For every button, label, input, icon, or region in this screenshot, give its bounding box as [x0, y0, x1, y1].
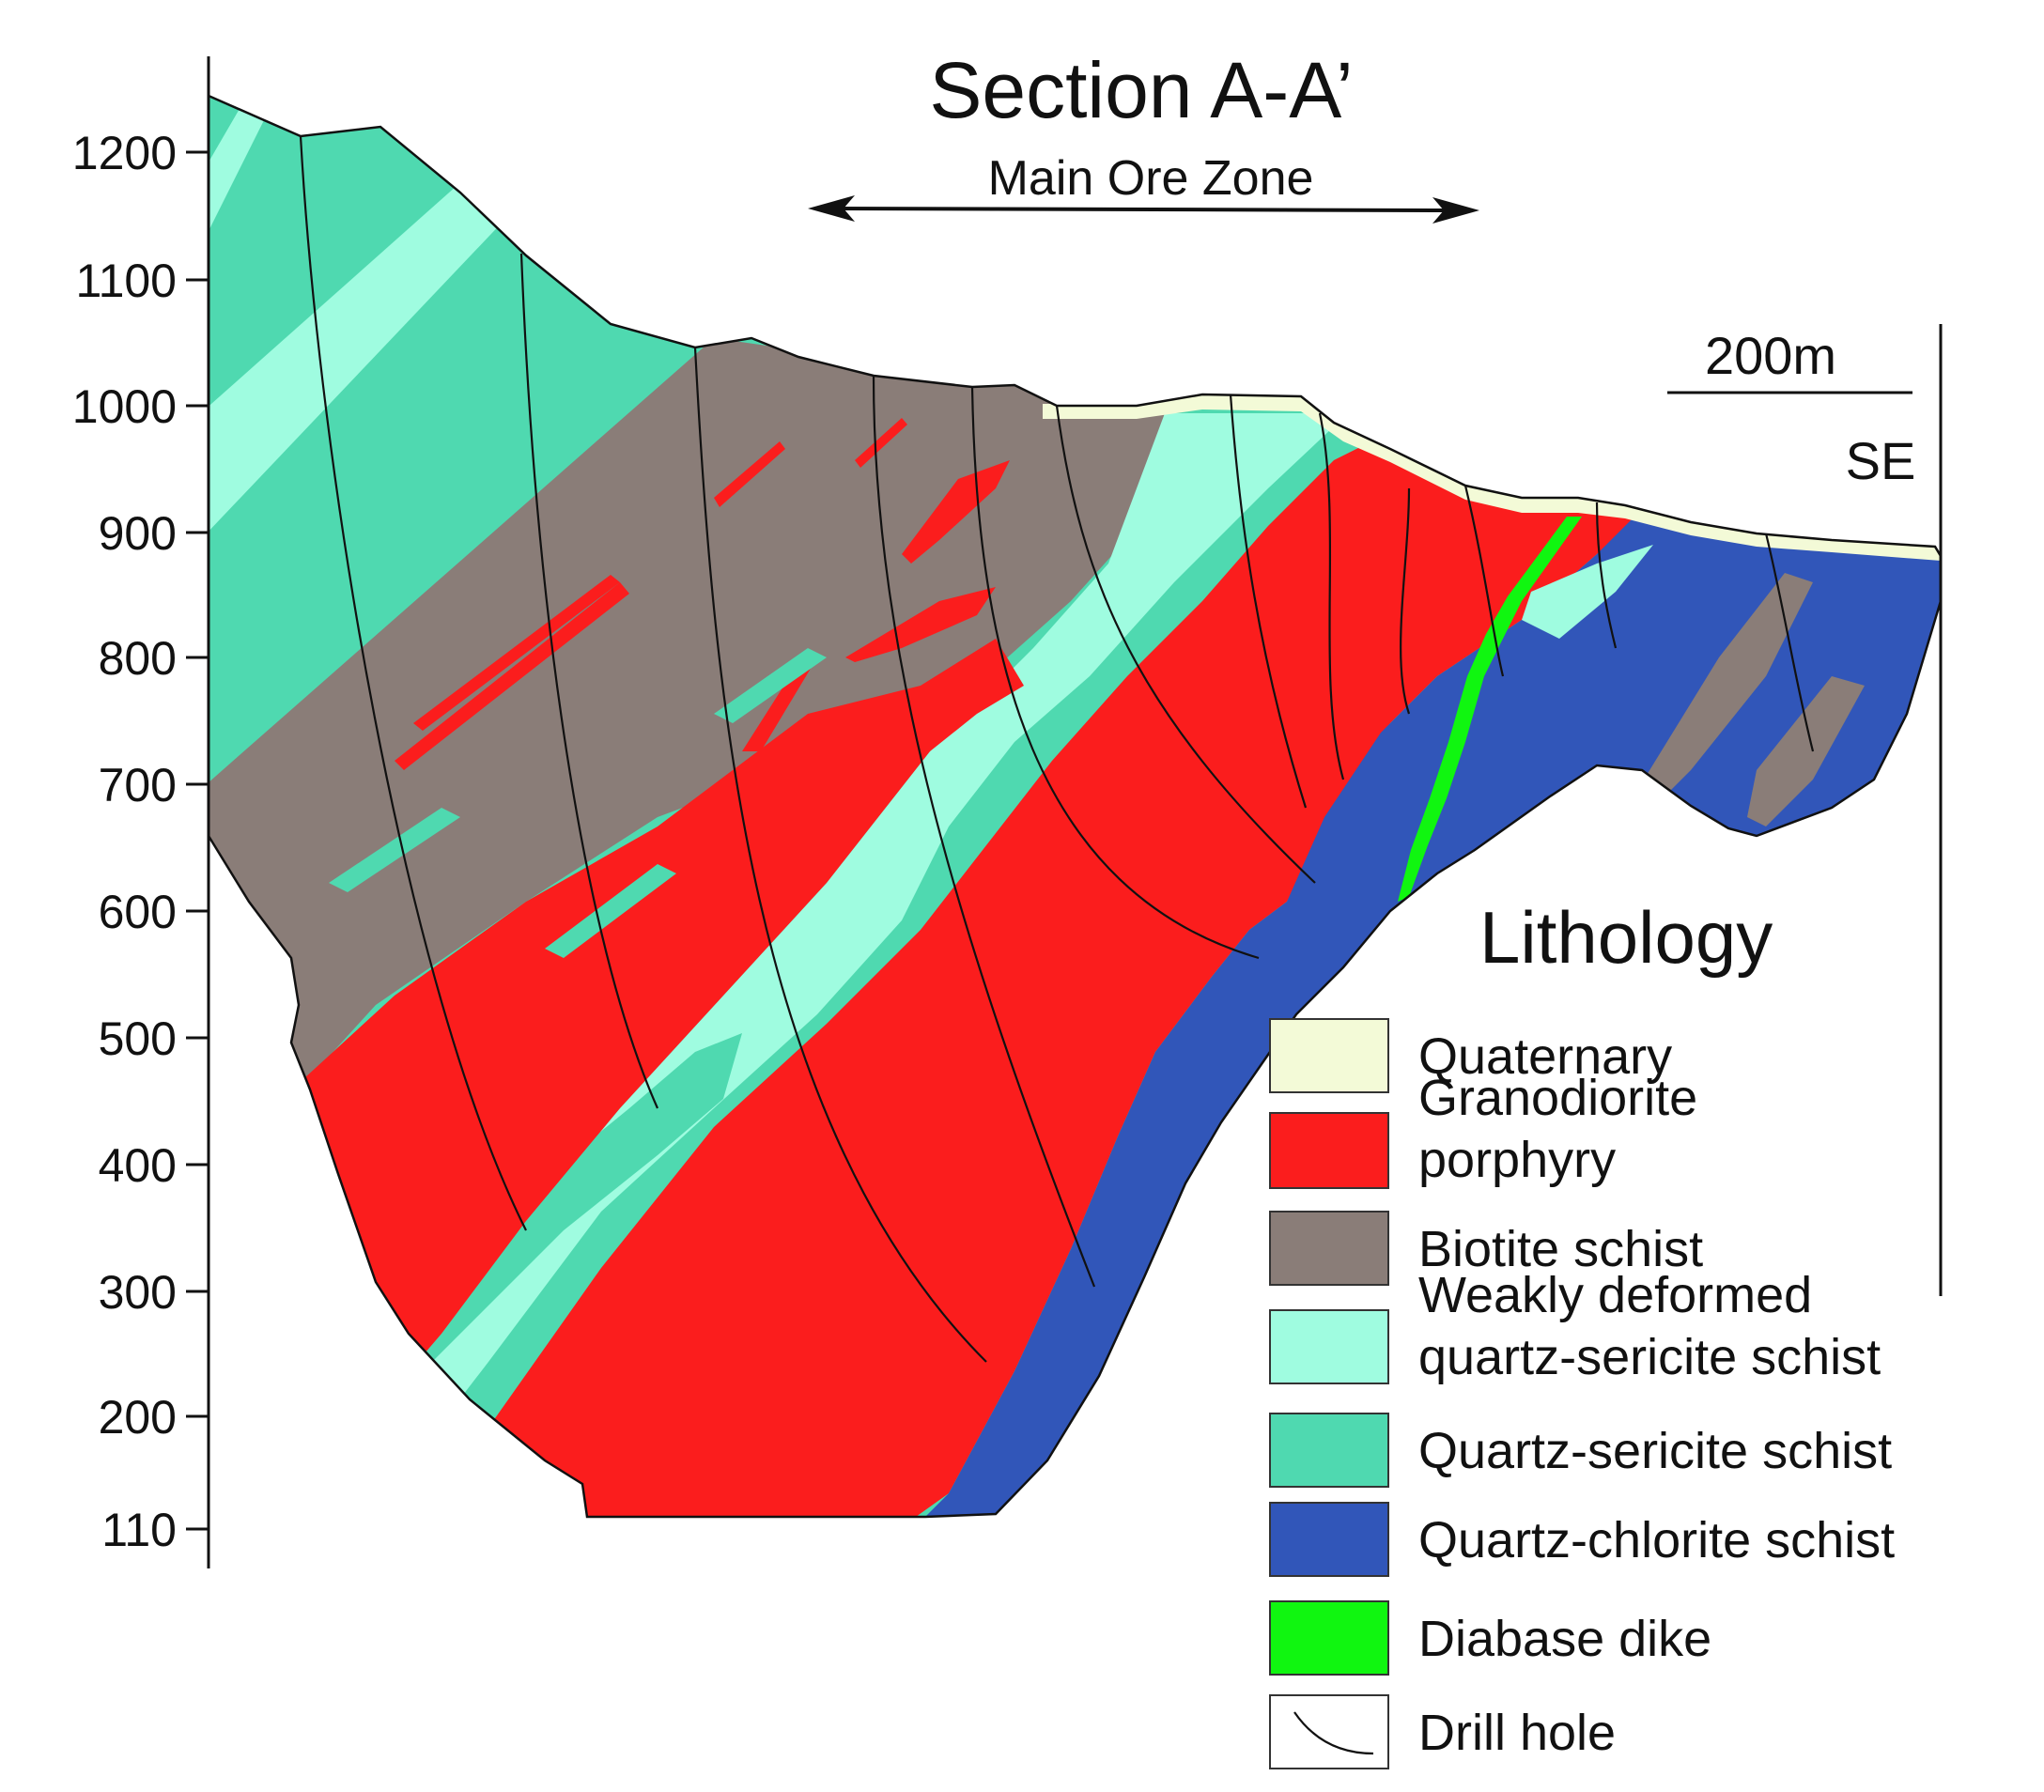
drill-hole: [1229, 394, 1308, 809]
drill-hole: [1463, 485, 1505, 677]
legend-item: Drill hole: [1269, 1694, 1616, 1769]
legend-label: Drill hole: [1418, 1705, 1616, 1761]
legend-item: Quartz-chlorite schist: [1269, 1502, 1895, 1577]
weak-qs-band-corner: [209, 96, 282, 310]
ore-lens-1: [395, 582, 629, 770]
axis-tick-label: 500: [99, 1012, 177, 1065]
qs-streak-1: [329, 808, 460, 892]
axis-tick-label: 200: [99, 1391, 177, 1444]
legend-swatch: [1269, 1600, 1389, 1676]
legend-item: Diabase dike: [1269, 1600, 1711, 1676]
biotite-lens-se-1: [1644, 573, 1813, 808]
ore-lens-6: [845, 587, 996, 662]
legend-item: Biotite schist: [1269, 1211, 1703, 1286]
drill-hole: [1764, 533, 1815, 752]
axis-tick-label: 110: [101, 1504, 177, 1556]
axis-tick-label: 1000: [72, 380, 177, 433]
axis-tick-label: 400: [99, 1139, 177, 1192]
legend-swatch: [1269, 1112, 1389, 1189]
legend-item: Quaternary: [1269, 1018, 1672, 1093]
legend-swatch: [1269, 1413, 1389, 1488]
drill-hole: [1055, 405, 1316, 884]
diabase-dike: [1398, 517, 1582, 902]
weak-qs-band-upper: [209, 141, 526, 573]
axis-tick-label: 700: [99, 759, 177, 811]
ore-lens-4: [855, 418, 907, 468]
legend-swatch: [1269, 1018, 1389, 1093]
legend-label: quartz-sericite schist: [1418, 1329, 1881, 1385]
granodiorite-body-main: [488, 432, 1653, 1517]
legend-label: Diabase dike: [1418, 1611, 1711, 1667]
drill-holes: [299, 135, 1815, 1363]
legend-item: Weakly deformed quartz-sericite schist: [1269, 1267, 1881, 1385]
legend-label: Quaternary: [1418, 1028, 1672, 1085]
drill-hole: [970, 386, 1260, 960]
qs-streak-3: [714, 648, 827, 723]
legend-item: Quartz-sericite schist: [1269, 1413, 1892, 1488]
axis-tick-label: 600: [99, 886, 177, 938]
legend-item: Granodiorite porphyry: [1269, 1070, 1697, 1189]
legend-swatch: [1269, 1502, 1389, 1577]
biotite-lens-se-2: [1747, 676, 1865, 826]
granodiorite-body-upper: [282, 639, 1024, 1428]
drill-hole: [1400, 487, 1411, 715]
axis-tick-label: 900: [99, 507, 177, 560]
qs-lens-lower: [413, 1033, 742, 1371]
legend-title: Lithology: [1479, 896, 1773, 979]
legend-label: Granodiorite: [1418, 1070, 1697, 1126]
quaternary-cover: [1043, 394, 1941, 561]
legend-label: porphyry: [1418, 1132, 1616, 1188]
drill-hole: [872, 375, 1096, 1288]
direction-label: SE: [1846, 431, 1916, 490]
main-ore-zone-label: Main Ore Zone: [988, 151, 1314, 206]
elevation-axis: 1200 1100 1000 900 800 700 600 500 400 300 200 110: [72, 56, 210, 1568]
weak-qs-lens-se: [1522, 545, 1653, 639]
legend-swatch: [1269, 1694, 1389, 1769]
section-outline: [207, 94, 1943, 1519]
legend-label: Weakly deformed: [1418, 1267, 1812, 1323]
qs-streak-2: [545, 864, 676, 958]
axis-tick-label: 1200: [72, 127, 177, 179]
drill-hole: [519, 253, 659, 1109]
drill-hole: [1318, 412, 1345, 780]
legend-swatch: [1269, 1211, 1389, 1286]
axis-ticks: 1200 1100 1000 900 800 700 600 500 400 300 200 110: [72, 127, 209, 1556]
ore-lens-2: [413, 575, 620, 731]
ore-lens-3: [714, 441, 785, 507]
legend-swatch: [1269, 1309, 1389, 1384]
scale-bar-label: 200m: [1705, 326, 1836, 385]
page-title: Section A-A’: [929, 46, 1353, 134]
legend-label: Quartz-sericite schist: [1418, 1423, 1892, 1479]
drill-hole: [1595, 502, 1618, 649]
weak-qs-band-middle: [338, 413, 1348, 1484]
legend-label: Quartz-chlorite schist: [1418, 1512, 1895, 1568]
ore-lens-5: [902, 460, 1010, 564]
axis-tick-label: 1100: [75, 255, 177, 307]
drill-hole: [299, 135, 527, 1231]
drill-hole: [693, 347, 987, 1363]
axis-tick-label: 300: [99, 1266, 177, 1319]
main-ore-zone-arrow: [808, 195, 1479, 224]
axis-tick-label: 800: [99, 632, 177, 685]
legend-label: Biotite schist: [1418, 1221, 1703, 1277]
drill-hole-icon: [1293, 1711, 1374, 1755]
